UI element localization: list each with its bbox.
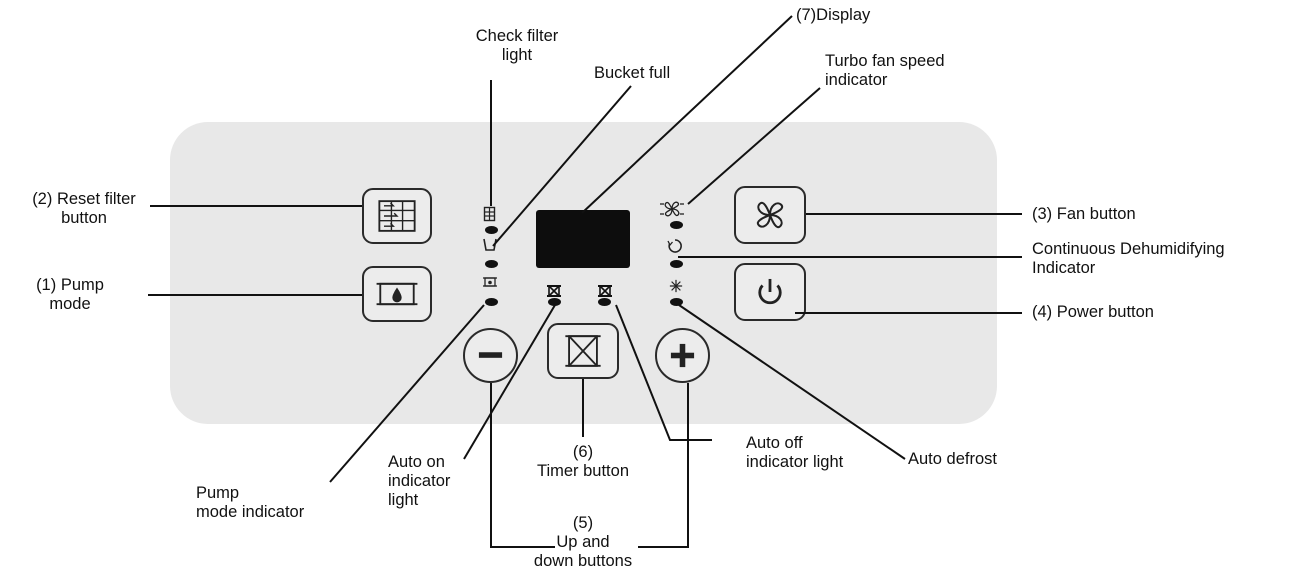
- down-button[interactable]: [463, 328, 518, 383]
- auto-on-light: [548, 298, 561, 306]
- pump-mode-label: (1) Pump mode: [36, 276, 104, 313]
- filter-grid-icon: [378, 200, 416, 232]
- check-filter-label: Check filter light: [475, 27, 559, 64]
- turbo-fan-label: Turbo fan speed indicator: [825, 52, 945, 89]
- pump-mode-button[interactable]: [362, 266, 432, 322]
- turbo-fan-icon: [658, 198, 686, 220]
- bucket-full-label: Bucket full: [594, 64, 671, 82]
- hourglass-timer-icon: [565, 335, 601, 367]
- up-button[interactable]: [655, 328, 710, 383]
- bucket-full-icon: [482, 236, 498, 252]
- auto-defrost-light: [670, 298, 683, 306]
- auto-off-light: [598, 298, 611, 306]
- display-screen: [536, 210, 630, 268]
- fan-button[interactable]: [734, 186, 806, 244]
- auto-off-label: Auto off indicator light: [746, 434, 844, 471]
- pump-mode-indicator-label: Pump mode indicator: [196, 484, 305, 521]
- pump-mode-light: [485, 298, 498, 306]
- minus-icon: [478, 352, 503, 358]
- auto-on-label: Auto on indicator light: [388, 453, 451, 509]
- auto-off-icon: [597, 283, 613, 299]
- bucket-full-light: [485, 260, 498, 268]
- timer-button[interactable]: [547, 323, 619, 379]
- continuous-dehumidifying-icon: [667, 238, 683, 254]
- reset-filter-button[interactable]: [362, 188, 432, 244]
- fan-blades-icon: [756, 201, 784, 229]
- timer-button-label: (6) Timer button: [536, 443, 629, 480]
- continuous-dehumidifying-label: Continuous Dehumidifying Indicator: [1032, 240, 1225, 277]
- power-button-label: (4) Power button: [1032, 303, 1154, 321]
- turbo-fan-light: [670, 221, 683, 229]
- water-drop-pump-icon: [376, 282, 418, 306]
- power-icon: [758, 278, 782, 305]
- auto-defrost-icon: [669, 279, 683, 293]
- check-filter-icon: [482, 206, 498, 222]
- auto-on-icon: [546, 283, 562, 299]
- plus-icon: [670, 343, 695, 368]
- reset-filter-label: (2) Reset filter button: [32, 190, 136, 227]
- check-filter-light: [485, 226, 498, 234]
- power-button[interactable]: [734, 263, 806, 321]
- up-down-buttons-label: (5) Up and down buttons: [533, 514, 633, 570]
- auto-defrost-label: Auto defrost: [908, 450, 997, 468]
- pump-mode-indicator-icon: [482, 274, 498, 290]
- fan-button-label: (3) Fan button: [1032, 205, 1136, 223]
- continuous-dehumidifying-light: [670, 260, 683, 268]
- display-label: (7)Display: [796, 6, 871, 24]
